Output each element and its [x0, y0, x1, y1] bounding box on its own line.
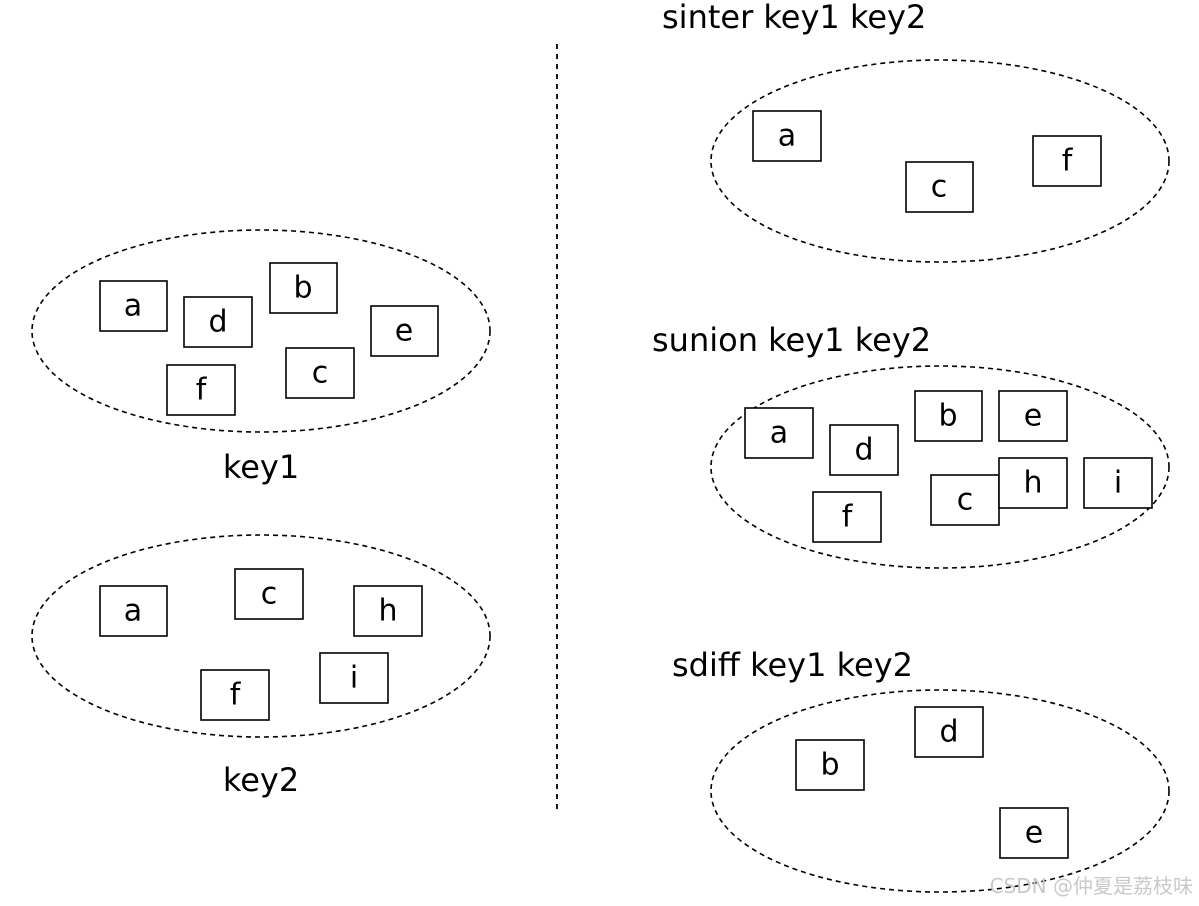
- set-key2-caption: key2: [223, 761, 299, 799]
- sunion-member: e: [998, 390, 1068, 442]
- sunion-member: i: [1083, 457, 1153, 509]
- watermark-text: CSDN @仲夏是荔枝味: [990, 874, 1193, 898]
- sunion-member: b: [914, 390, 983, 442]
- sdiff-member: d: [914, 706, 984, 758]
- svg-text:b: b: [938, 399, 957, 434]
- set-sinter-ellipse: [710, 59, 1170, 263]
- svg-text:i: i: [1114, 466, 1122, 501]
- sdiff-member: b: [795, 739, 865, 791]
- svg-text:a: a: [778, 119, 796, 154]
- key2-member: f: [200, 669, 270, 721]
- key2-member: i: [319, 652, 389, 704]
- svg-text:e: e: [395, 314, 413, 349]
- key2-member: c: [234, 568, 304, 620]
- set-sunion: sunion key1 key2 a d b e f c h i: [652, 321, 1170, 569]
- sdiff-caption: sdiff key1 key2: [672, 646, 913, 684]
- svg-text:e: e: [1025, 816, 1043, 851]
- sdiff-member: e: [999, 807, 1069, 859]
- svg-text:c: c: [312, 356, 329, 391]
- svg-text:e: e: [1024, 399, 1042, 434]
- key2-member: h: [353, 585, 423, 637]
- key1-member: c: [285, 347, 355, 399]
- set-key2-ellipse: [31, 534, 491, 738]
- set-key1-caption: key1: [223, 448, 299, 486]
- svg-text:d: d: [854, 433, 873, 468]
- svg-text:i: i: [350, 661, 358, 696]
- sunion-member: c: [930, 474, 1000, 526]
- sunion-member: d: [829, 424, 899, 476]
- sinter-member: f: [1032, 135, 1102, 187]
- key2-member: a: [99, 585, 168, 637]
- sunion-member: f: [812, 491, 882, 543]
- svg-text:c: c: [931, 170, 948, 205]
- sinter-caption: sinter key1 key2: [662, 0, 926, 36]
- svg-text:f: f: [230, 678, 242, 713]
- svg-text:h: h: [378, 594, 397, 629]
- svg-text:f: f: [1062, 144, 1074, 179]
- set-sdiff: sdiff key1 key2 b d e: [672, 646, 1170, 893]
- svg-text:f: f: [196, 373, 208, 408]
- svg-text:c: c: [957, 483, 974, 518]
- svg-text:d: d: [939, 715, 958, 750]
- svg-text:a: a: [124, 594, 142, 629]
- set-key2: a c h f i key2: [31, 534, 491, 799]
- svg-text:b: b: [293, 271, 312, 306]
- svg-text:h: h: [1023, 466, 1042, 501]
- key1-member: d: [183, 296, 253, 348]
- set-key1-ellipse: [31, 229, 491, 433]
- set-sunion-ellipse: [710, 365, 1170, 569]
- svg-text:b: b: [820, 748, 839, 783]
- set-sinter: sinter key1 key2 a c f: [662, 0, 1170, 263]
- svg-text:c: c: [261, 577, 278, 612]
- svg-text:d: d: [208, 305, 227, 340]
- set-sdiff-ellipse: [710, 689, 1170, 893]
- set-key1: a d b e f c key1: [31, 229, 491, 486]
- sinter-member: c: [905, 161, 974, 213]
- key1-member: e: [370, 305, 439, 357]
- sunion-caption: sunion key1 key2: [652, 321, 931, 359]
- svg-text:a: a: [770, 416, 788, 451]
- svg-text:f: f: [842, 500, 854, 535]
- sunion-member: h: [998, 457, 1068, 509]
- key1-member: f: [166, 364, 236, 416]
- svg-text:a: a: [124, 289, 142, 324]
- sunion-member: a: [744, 407, 814, 459]
- sinter-member: a: [752, 110, 822, 162]
- key1-member: a: [99, 280, 168, 332]
- key1-member: b: [269, 262, 338, 314]
